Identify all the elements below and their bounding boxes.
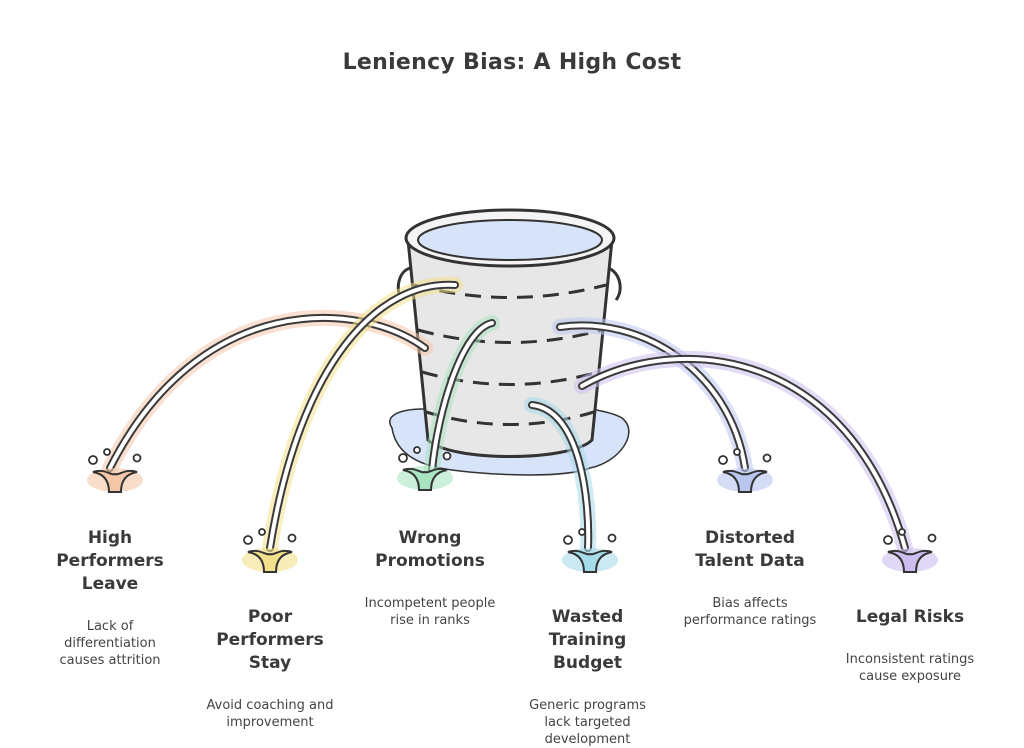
bucket-bands	[413, 283, 607, 426]
consequence-description: Inconsistent ratings cause exposure	[845, 652, 975, 684]
leak-arc-1	[106, 313, 429, 472]
leak-arc-core-4	[530, 403, 591, 550]
consequence-description: Generic programs lack targeted developme…	[529, 698, 646, 747]
consequence-heading: Poor Performers Stay	[216, 607, 324, 673]
consequence-description: Avoid coaching and improvement	[206, 698, 334, 730]
splash-icon	[87, 448, 143, 493]
leak-arc-core-3	[430, 321, 494, 472]
consequence-description: Bias affects performance ratings	[683, 596, 817, 628]
leak-arc-core-6	[580, 356, 907, 550]
consequence-heading: High Performers Leave	[56, 528, 164, 594]
leak-arc-core-2	[268, 282, 457, 550]
splash-icon	[717, 448, 773, 493]
splash-icon	[562, 528, 618, 573]
leak-arc-core-1	[108, 315, 427, 470]
consequence-heading: Wrong Promotions	[375, 528, 485, 571]
splash-icon	[242, 528, 298, 573]
consequence-heading: Distorted Talent Data	[695, 528, 805, 571]
bucket-water	[417, 219, 603, 261]
consequence-heading: Legal Risks	[855, 607, 965, 627]
diagram-title: Leniency Bias: A High Cost	[342, 50, 682, 75]
splash-icon	[397, 446, 453, 491]
consequence-heading: Wasted Training Budget	[548, 607, 627, 673]
consequence-description: Incompetent people rise in ranks	[364, 596, 496, 628]
splash-icon	[882, 528, 938, 573]
consequence-description: Lack of differentiation causes attrition	[59, 619, 161, 668]
